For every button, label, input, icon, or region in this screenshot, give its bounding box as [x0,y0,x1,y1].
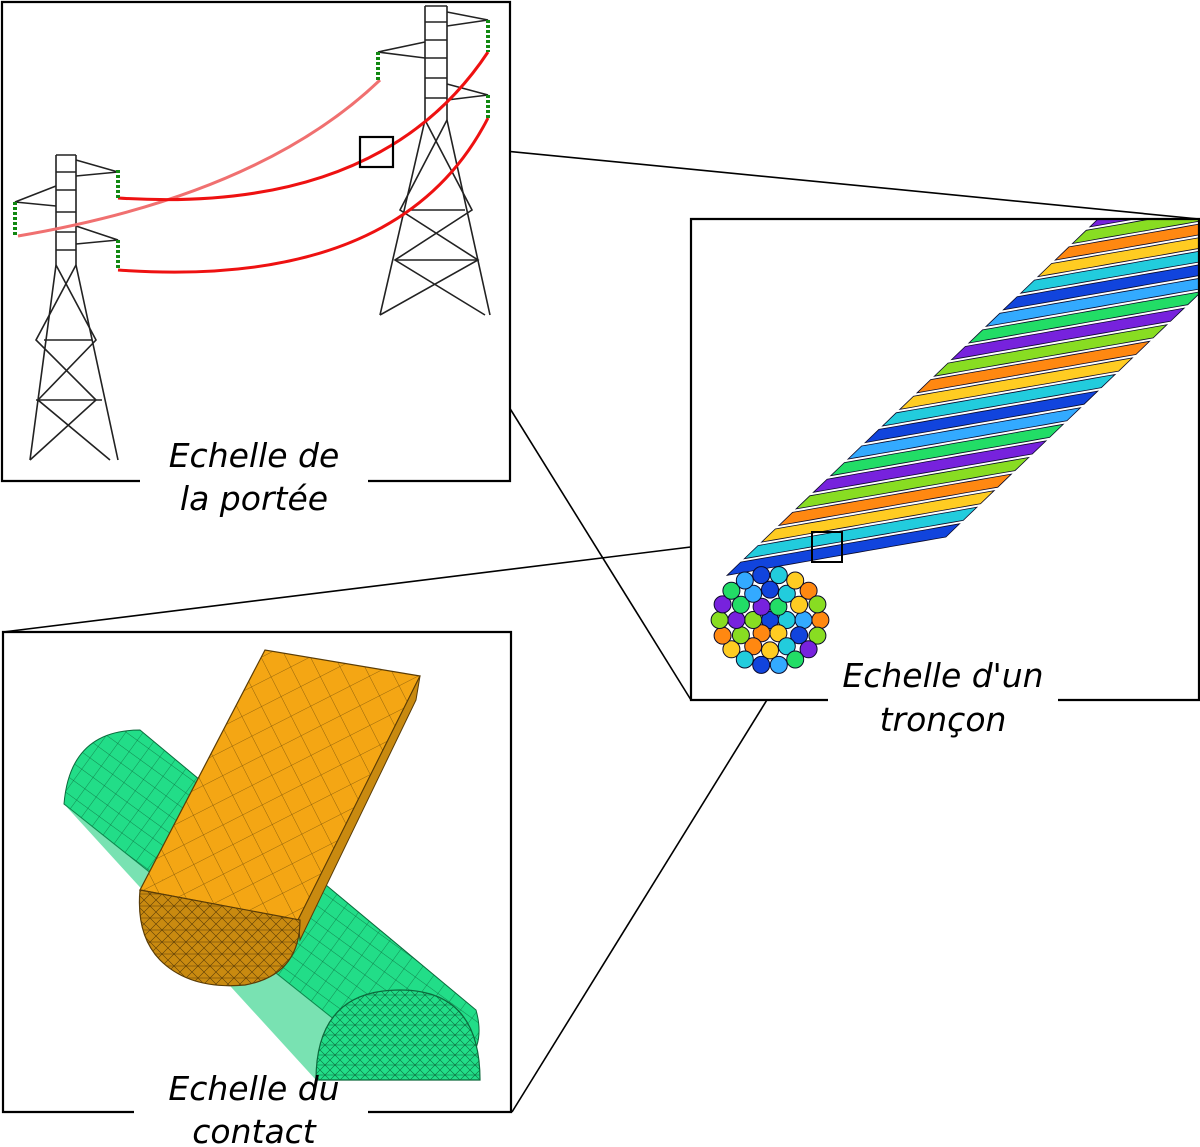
wire-section [769,566,788,585]
contact-caption-line1: Echelle du [168,1069,339,1108]
wire-section [769,655,788,674]
wire-section [752,624,771,643]
contact-scale-panel: Echelle du contact [1,630,513,1147]
wire-section [790,595,809,614]
section-zoom-box [811,531,843,563]
wire-section [794,611,813,629]
wire-section [727,611,746,629]
wire-section [752,566,771,585]
zoom-line-span-top [392,139,1200,220]
zoom-line-section-top [2,531,813,633]
wire-section [731,595,750,614]
cable-strand [950,307,1186,361]
wire-section [744,637,763,656]
wire-section [761,641,779,660]
wire-section [790,626,809,645]
wire-section [722,581,741,600]
wire-section [799,640,818,659]
section-caption-line2: tronçon [880,700,1007,739]
span-panel-frame [0,0,512,483]
cable-strand [1019,250,1199,294]
wire-section [769,597,788,616]
wire-section [713,595,732,614]
section-caption-line1: Echelle d'un [842,656,1043,695]
cable-strand [863,390,1100,444]
cable-strand [794,456,1030,510]
cable-strand [967,291,1199,344]
wire-section [752,655,771,674]
cable-strand [1088,219,1138,228]
cable-strand [1036,237,1199,278]
cable-strand [725,523,961,576]
span-caption-line2: la portée [180,479,328,518]
conductor-upper [117,51,490,202]
wire-section [735,650,754,669]
span-caption-line1: Echelle de [169,436,340,475]
wire-section [722,640,741,659]
cable-strand [743,506,979,560]
cable-strand [812,440,1048,493]
cable-strand [1053,223,1199,261]
contact-bar-mesh [138,649,421,987]
cylinder-end-face [315,989,481,1081]
span-panel-background [2,2,510,481]
conductor-lower [117,117,490,274]
conductor-far [17,78,382,238]
section-scale-panel: Echelle d'un tronçon [689,217,1200,739]
bar-end-face [138,889,301,987]
wire-section [744,584,763,603]
zoom-line-section-bottom [511,694,771,1113]
span-scale-panel: Echelle de la portée [0,0,512,518]
wire-section [710,611,729,629]
wire-section [799,581,818,600]
cable-strand [760,489,996,543]
wire-section [811,611,830,629]
wire-section [808,626,827,645]
contact-panel-frame [1,630,513,1114]
wire-section [777,637,796,656]
cable-strand [984,278,1199,328]
cable-strand [915,340,1151,394]
twisted-cable [725,219,1199,576]
wire-section [777,584,796,603]
cable-strand [881,373,1117,427]
wire-section [808,595,827,614]
cable-cross-section [710,566,830,674]
cable-strand [933,324,1169,377]
insulators [13,20,490,270]
cable-strand [846,407,1082,460]
wire-section [786,571,805,590]
cable-strand [777,473,1013,527]
section-panel-frame [689,217,1200,702]
cable-strand [1071,219,1199,245]
span-zoom-box [358,135,395,169]
cable-strand [898,357,1134,411]
cable-strand [1002,264,1199,311]
wire-section [735,571,754,590]
wire-section [786,650,805,669]
wire-section [761,580,779,599]
contact-caption-line2: contact [192,1112,317,1147]
wire-section [713,626,732,645]
cable-strand [829,423,1065,477]
